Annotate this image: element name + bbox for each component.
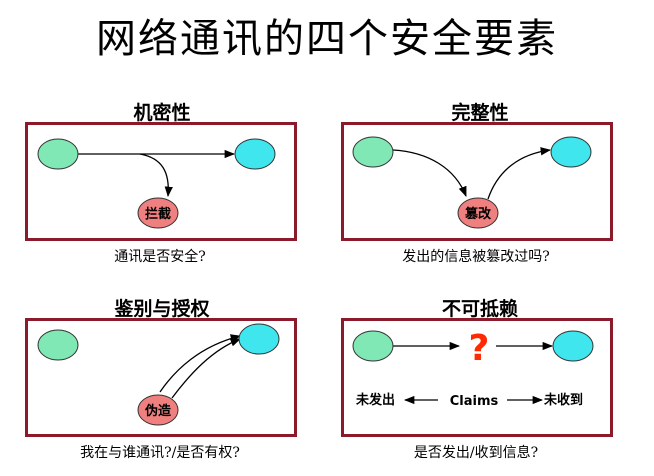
not-received-label: 未收到	[543, 392, 583, 408]
receiver-node	[552, 330, 594, 362]
not-sent-label: 未发出	[355, 392, 395, 408]
panel-confidentiality-heading: 机密性	[133, 102, 191, 124]
panel-authentication-caption: 我在与谁通讯?/是否有权?	[80, 445, 240, 461]
receiver-node	[550, 136, 592, 168]
claims-label: Claims	[450, 394, 499, 409]
forgery-arrow-outer	[171, 338, 241, 399]
integrity-out-arrow	[487, 147, 552, 200]
panel-nonrepudiation-caption: 是否发出/收到信息?	[413, 445, 539, 461]
confidentiality-intercept-arrow	[139, 153, 173, 198]
sender-node	[352, 136, 394, 168]
intercept-node	[137, 197, 179, 229]
tamper-node-label: 篡改	[465, 206, 492, 222]
forgery-node	[137, 394, 179, 426]
receiver-node	[234, 138, 276, 170]
sender-node	[37, 329, 79, 361]
receiver-node	[238, 323, 280, 355]
panel-authentication-heading: 鉴别与授权	[114, 298, 210, 320]
panel-integrity-diagram: 篡改	[352, 136, 592, 229]
panel-nonrepudiation-diagram: ? 未发出 Claims 未收到	[352, 328, 594, 409]
panel-integrity-caption: 发出的信息被篡改过吗?	[402, 249, 550, 265]
integrity-in-arrow	[392, 149, 467, 197]
forgery-node-label: 伪造	[144, 403, 172, 419]
tamper-node	[457, 197, 499, 229]
panel-authentication-diagram: 伪造	[37, 323, 280, 426]
intercept-node-label: 拦截	[145, 206, 171, 222]
question-mark: ?	[469, 328, 490, 369]
page-title: 网络通讯的四个安全要素	[96, 16, 558, 62]
panel-integrity-heading: 完整性	[451, 102, 509, 124]
panel-confidentiality-diagram: 拦截	[37, 138, 276, 229]
sender-node	[352, 330, 394, 362]
panel-nonrepudiation-heading: 不可抵赖	[441, 298, 518, 320]
sender-node	[37, 138, 79, 170]
panel-confidentiality-caption: 通讯是否安全?	[114, 249, 206, 265]
forgery-arrow-inner	[159, 334, 242, 393]
